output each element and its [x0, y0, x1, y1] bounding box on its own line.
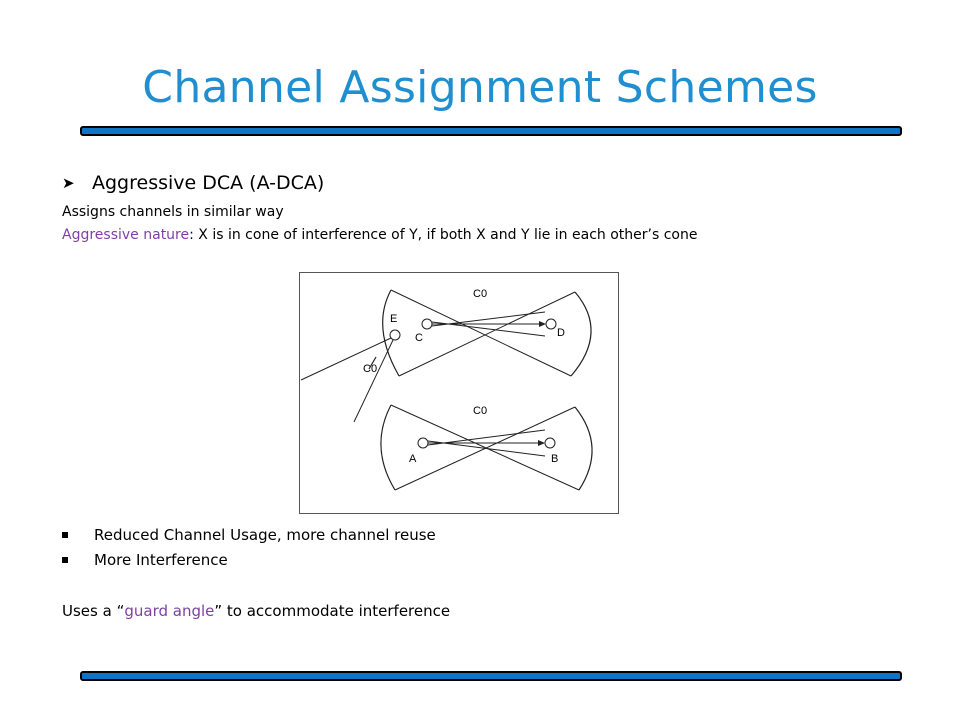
- main-bullet-text: Aggressive DCA (A-DCA): [92, 172, 325, 194]
- node-a-label: A: [409, 453, 417, 465]
- node-e-circle: [389, 329, 401, 341]
- node-e-label: E: [390, 313, 397, 325]
- bottom-divider: [80, 671, 902, 681]
- guard-angle-term: guard angle: [124, 602, 215, 620]
- cone-interference-diagram: C0 E C D C0 C0 A B: [299, 272, 619, 514]
- c-cone-upper: [431, 311, 546, 327]
- node-d-label: D: [557, 327, 565, 339]
- a-to-b-arrowhead: [538, 440, 545, 446]
- guard-line-1: [300, 337, 392, 381]
- guard-angle-mark: [368, 356, 377, 370]
- guard-note-prefix: Uses a “: [62, 602, 125, 620]
- slide-title: Channel Assignment Schemes: [142, 62, 818, 113]
- bottom-right-arc: [574, 406, 593, 491]
- top-cone-line-2: [398, 291, 576, 377]
- a-cone-lower: [427, 440, 546, 457]
- bottom-cone-line-1: [390, 404, 580, 491]
- bottom-channel-label: C0: [473, 405, 487, 417]
- sub-bullet-item: Reduced Channel Usage, more channel reus…: [62, 526, 436, 544]
- node-d-circle: [545, 318, 557, 330]
- square-bullet-icon: [62, 557, 68, 563]
- top-channel-label: C0: [473, 288, 487, 300]
- c-cone-lower: [431, 321, 546, 337]
- sub-bullet-text: Reduced Channel Usage, more channel reus…: [94, 526, 436, 544]
- node-c-label: C: [415, 332, 423, 344]
- guard-line-2: [353, 339, 394, 423]
- main-bullet: ➤ Aggressive DCA (A-DCA): [62, 172, 324, 194]
- sub-bullet-text: More Interference: [94, 551, 228, 569]
- node-a-circle: [417, 437, 429, 449]
- guard-note-suffix: ” to accommodate interference: [214, 602, 451, 620]
- description-line-2: Aggressive nature: X is in cone of inter…: [62, 227, 697, 243]
- arrow-bullet-icon: ➤: [62, 174, 75, 192]
- title-divider: [80, 126, 902, 136]
- node-c-circle: [421, 318, 433, 330]
- a-cone-upper: [427, 429, 546, 446]
- guard-angle-note: Uses a “guard angle” to accommodate inte…: [62, 602, 450, 620]
- aggressive-nature-term: Aggressive nature: [62, 227, 190, 243]
- sub-bullet-item: More Interference: [62, 551, 228, 569]
- node-b-label: B: [551, 453, 558, 465]
- top-cone-line-1: [390, 289, 572, 377]
- top-right-arc: [570, 291, 592, 377]
- guard-channel-label: C0: [363, 363, 377, 375]
- node-b-circle: [544, 437, 556, 449]
- aggressive-nature-definition: : X is in cone of interference of Y, if …: [189, 227, 698, 243]
- c-to-d-arrowhead: [539, 321, 546, 327]
- description-line-1: Assigns channels in similar way: [62, 204, 284, 220]
- square-bullet-icon: [62, 532, 68, 538]
- top-left-arc: [382, 289, 400, 377]
- diagram-frame: [299, 272, 619, 514]
- bottom-left-arc: [380, 404, 396, 491]
